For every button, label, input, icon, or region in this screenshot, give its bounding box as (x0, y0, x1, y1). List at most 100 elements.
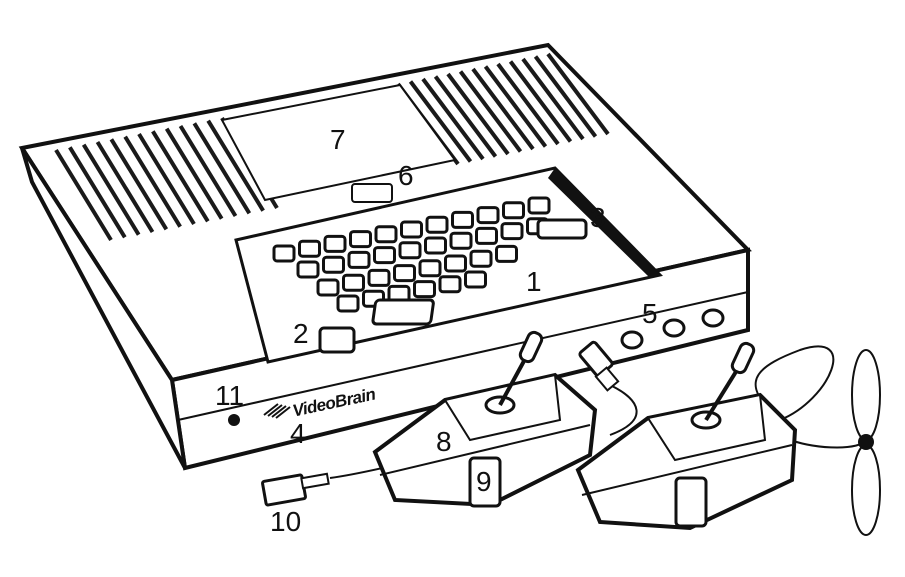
grille-slat (496, 62, 560, 146)
console-left-side (20, 146, 187, 469)
cable-tie-loop-2 (851, 444, 881, 536)
keyboard-key (336, 294, 360, 313)
return-key (536, 218, 588, 240)
grille-slat (54, 148, 113, 242)
keyboard-key (418, 259, 442, 278)
cable-tie-loop-1 (851, 349, 881, 441)
jack-port-2 (662, 318, 686, 338)
keyboard-keys (272, 196, 588, 313)
grille-slat (533, 55, 598, 138)
callout-2: 2 (293, 318, 309, 349)
grille-slat (164, 127, 224, 220)
controller-cable-3 (789, 439, 867, 449)
controller-1-clip (468, 456, 502, 508)
grille-slat (408, 80, 473, 163)
jack-plug-tip (594, 366, 620, 392)
grille-slat (521, 57, 585, 141)
callout-6: 6 (398, 160, 414, 191)
callout-11: 11 (215, 380, 245, 411)
power-plug (261, 473, 307, 507)
cartridge-slot-area (220, 83, 457, 202)
jack-port-1 (620, 330, 644, 350)
keyboard-key (438, 275, 462, 294)
callout-7: 7 (330, 124, 346, 155)
left-speaker-grille (54, 116, 279, 242)
jack-port-3 (701, 308, 725, 328)
keyboard-key (502, 201, 525, 220)
grille-slat (81, 143, 141, 236)
grille-slat (137, 132, 196, 226)
keyboard-key (347, 250, 371, 269)
keyboard-key (398, 241, 422, 260)
grille-slat (433, 75, 498, 158)
grille-slat (508, 60, 573, 143)
callout-4: 4 (290, 418, 306, 449)
grille-slat (546, 52, 610, 136)
right-speaker-grille (396, 52, 610, 166)
callout-5: 5 (642, 298, 658, 329)
controller-2-joystick-knob (730, 341, 756, 375)
controller-1-seam (379, 424, 591, 476)
keyboard-key (449, 231, 473, 250)
grille-slat (471, 67, 535, 151)
power-indicator (228, 414, 240, 426)
logo-stripes (263, 403, 291, 419)
keyboard-key (425, 215, 449, 234)
keyboard-key (400, 220, 423, 239)
grille-slat (95, 140, 155, 234)
controller-cable-1 (609, 385, 638, 436)
keyboard-key (475, 226, 498, 245)
grille-slat (109, 138, 169, 231)
keyboard-recess-shadow (548, 168, 660, 278)
keyboard-key (424, 236, 447, 255)
keyboard-key (464, 270, 487, 289)
grille-slat (421, 77, 485, 161)
cartridge-eject-button (351, 183, 393, 203)
keyboard-key (451, 210, 474, 229)
grille-slat (68, 146, 127, 239)
callout-8: 8 (436, 426, 452, 457)
keyboard-key (393, 264, 416, 283)
keyboard-key (413, 280, 436, 299)
keyboard-key (374, 225, 398, 244)
grille-slat (483, 65, 548, 148)
keyboard-key (476, 206, 500, 225)
reset-key (318, 326, 356, 354)
keyboard-key (272, 244, 296, 263)
controller-2-seam (581, 444, 793, 496)
keyboard-key (527, 196, 551, 215)
controller-1-joystick-knob (518, 330, 544, 364)
grille-slat (206, 119, 265, 212)
power-plug-tip (300, 472, 330, 490)
cable-tie-knot (858, 434, 874, 450)
keyboard-key (373, 246, 396, 265)
grille-slat (178, 124, 238, 218)
keyboard-key (444, 254, 467, 273)
keyboard-key (323, 234, 347, 253)
grille-slat (446, 72, 510, 156)
callout-3: 3 (590, 202, 606, 233)
keyboard-key (322, 255, 345, 274)
keyboard-key (342, 273, 365, 292)
grille-slat (123, 135, 182, 228)
keyboard-key (367, 268, 391, 287)
keyboard-key (298, 239, 321, 258)
keyboard-key (296, 260, 320, 279)
grille-slat (151, 130, 210, 223)
keyboard-key (469, 249, 493, 268)
keyboard-key (316, 278, 340, 297)
keyboard-key (495, 244, 518, 263)
grille-slat (192, 122, 252, 215)
space-bar-key (371, 298, 435, 326)
controller-2-clip (674, 476, 708, 528)
callout-1: 1 (526, 266, 542, 297)
keyboard-key (349, 230, 372, 249)
callout-10: 10 (270, 506, 302, 537)
callout-9: 9 (476, 466, 492, 497)
grille-slat (458, 70, 523, 153)
controller-cable-2 (754, 345, 835, 421)
front-divider-line (177, 291, 749, 421)
keyboard-key (500, 222, 524, 241)
